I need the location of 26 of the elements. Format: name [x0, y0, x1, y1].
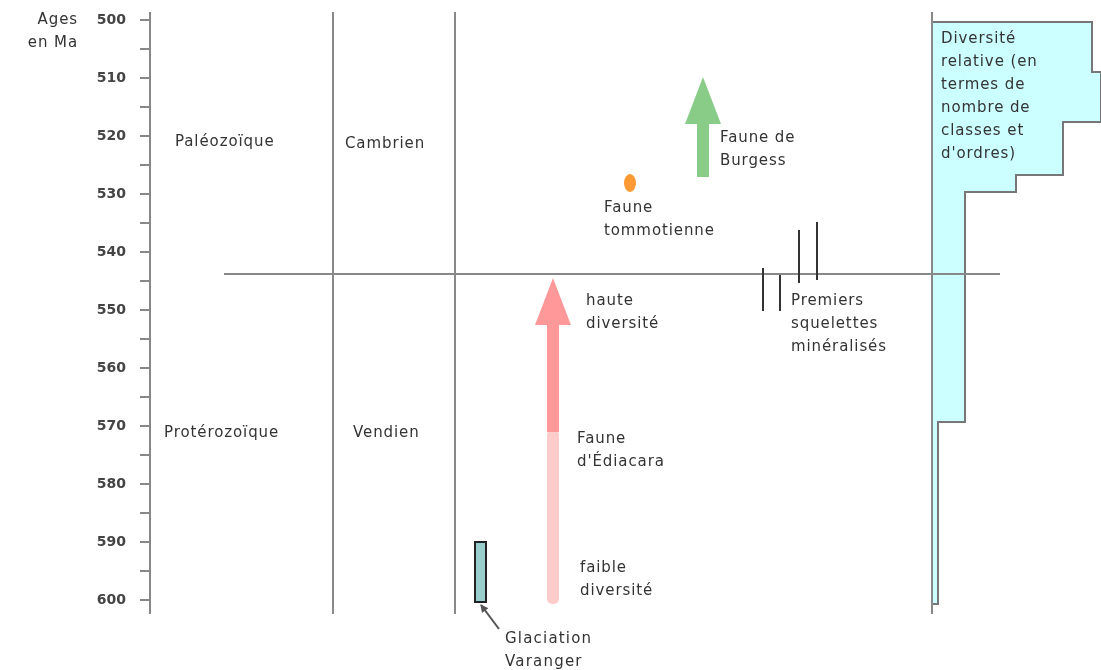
axis-tick-label: 600: [95, 591, 126, 607]
axis-tick-label: 590: [95, 533, 126, 549]
annotation-text: Protérozoïque: [164, 422, 281, 443]
annotation-text: Diversité relative (en termes de nombre de classes et d'ordres): [941, 28, 1039, 164]
annotation-text: Cambrien: [345, 133, 427, 154]
annotation-text: Faune tommotienne: [604, 197, 716, 241]
axis-title: Ages en Ma: [26, 9, 78, 53]
annotation-text: Faune de Burgess: [720, 127, 797, 171]
annotation-text: Paléozoïque: [175, 131, 276, 152]
axis-tick-label: 570: [95, 417, 126, 433]
axis-tick-label: 530: [95, 185, 126, 201]
axis-tick-label: 520: [95, 127, 126, 143]
annotation-text: haute diversité: [586, 290, 661, 334]
axis-tick-label: 580: [95, 475, 126, 491]
glaciation-bar: [474, 541, 487, 603]
annotation-text: Glaciation Varanger: [505, 627, 630, 670]
axis-tick-label: 500: [95, 11, 126, 27]
axis-tick-label: 540: [95, 243, 126, 259]
annotation-text: Faune d'Édiacara: [577, 428, 666, 472]
leader-line: [480, 604, 500, 630]
axis-tick-label: 550: [95, 301, 126, 317]
annotation-text: faible diversité: [580, 557, 655, 601]
annotation-text: Premiers squelettes minéralisés: [791, 290, 888, 357]
axis-tick-label: 510: [95, 69, 126, 85]
axis-tick-label: 560: [95, 359, 126, 375]
annotation-text: Vendien: [353, 422, 421, 443]
